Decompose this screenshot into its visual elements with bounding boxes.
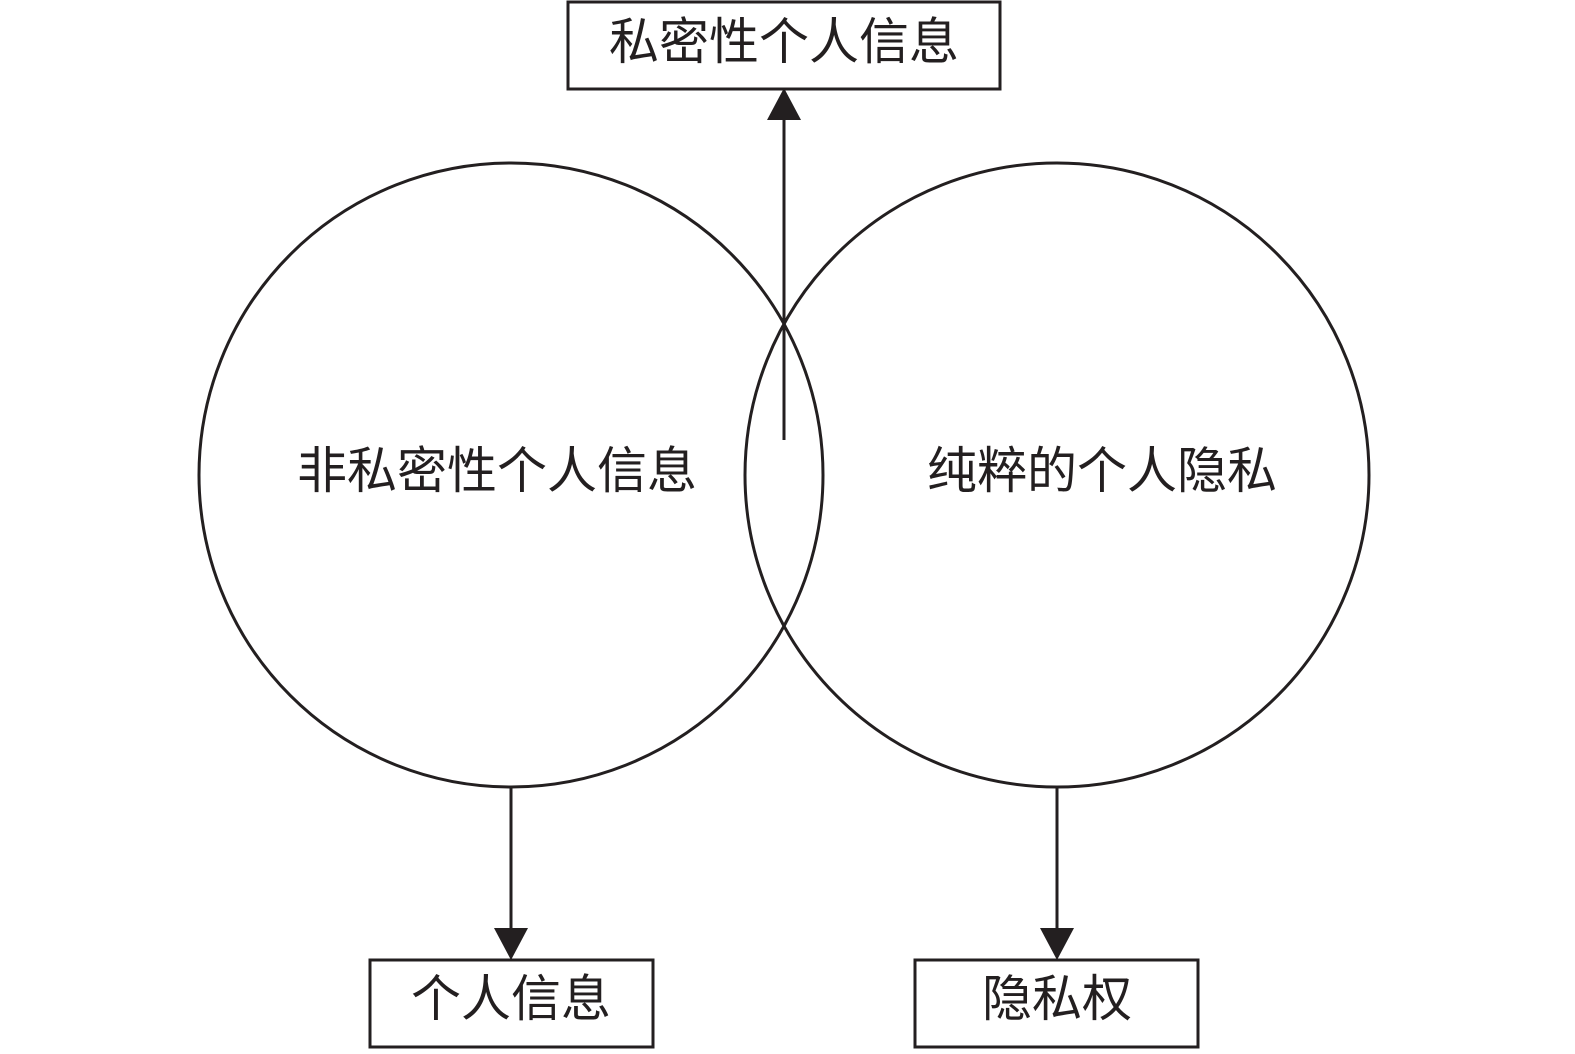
bottom-left-box [368, 958, 655, 1049]
arrow-down-right-head [1040, 928, 1074, 960]
top-box-label: 私密性个人信息 [609, 13, 959, 71]
bottom-right-box-label: 隐私权 [982, 970, 1132, 1028]
right-circle-label: 纯粹的个人隐私 [927, 442, 1277, 500]
arrow-down-left-head [494, 928, 528, 960]
arrow-up-head [767, 88, 801, 120]
bottom-right-box [913, 958, 1200, 1049]
top-box [566, 0, 1002, 91]
left-circle-label: 非私密性个人信息 [297, 442, 697, 500]
bottom-left-box-label: 个人信息 [411, 970, 611, 1028]
